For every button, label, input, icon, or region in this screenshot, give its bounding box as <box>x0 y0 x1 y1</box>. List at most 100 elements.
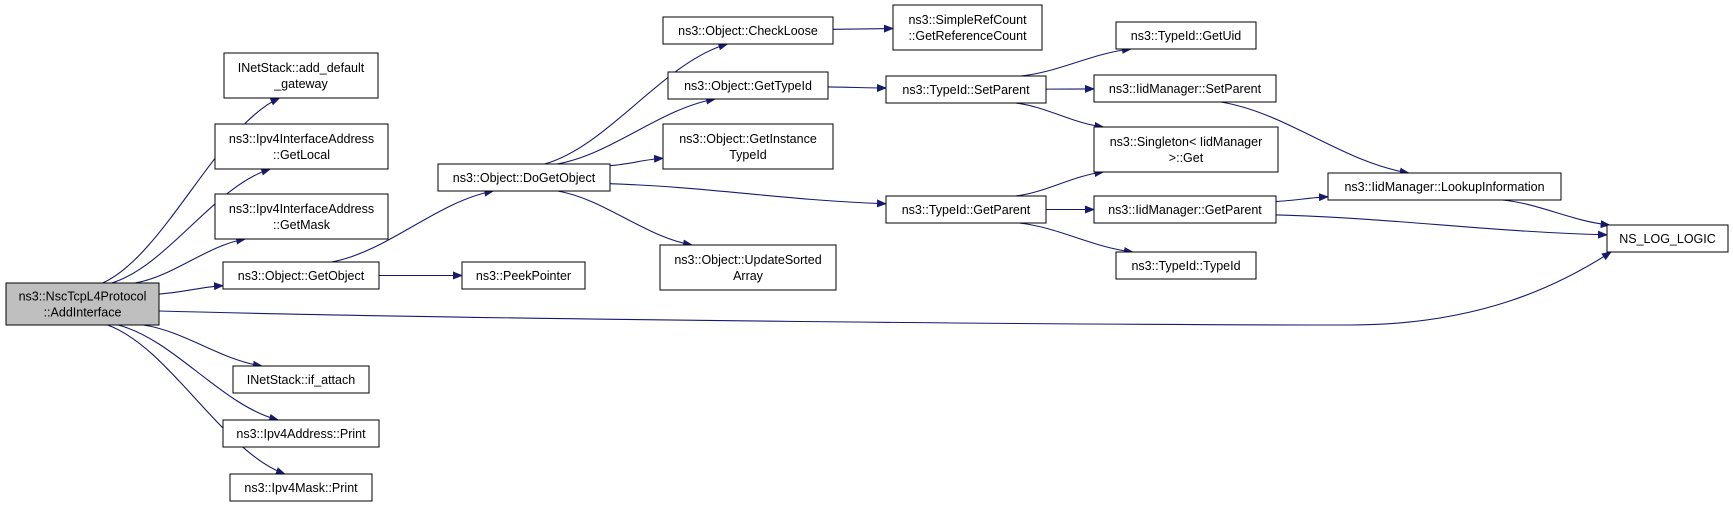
edge-arrow <box>158 251 1612 326</box>
edge-arrow <box>1502 199 1611 229</box>
node-ipv4addr-print[interactable]: ns3::Ipv4Address::Print <box>222 419 380 448</box>
node-inet-if-attach[interactable]: INetStack::if_attach <box>232 365 370 394</box>
node-label: >::Get <box>1169 151 1204 165</box>
edge-root-to-ipv4ifaddr_getmask <box>134 236 247 284</box>
node-box <box>461 261 586 290</box>
node-label: ns3::SimpleRefCount <box>908 13 1027 27</box>
node-object-checkloose[interactable]: ns3::Object::CheckLoose <box>662 16 834 45</box>
edge-arrow <box>102 97 281 284</box>
edge-object_gettypeid-to-typeid_setparent <box>827 83 887 92</box>
edge-object_dogetobject-to-object_getinstancetypeid <box>609 154 664 167</box>
edge-arrow <box>134 236 247 284</box>
node-label: _gateway <box>273 77 328 91</box>
node-peekpointer[interactable]: ns3::PeekPointer <box>461 261 586 290</box>
node-label: ns3::Object::GetObject <box>238 269 365 283</box>
node-box <box>667 71 829 100</box>
node-iidmanager-lookupinfo[interactable]: ns3::IidManager::LookupInformation <box>1327 172 1562 201</box>
edge-arrow <box>158 282 224 295</box>
edge-root-to-ipv4ifaddr_getlocal <box>111 167 272 284</box>
node-ipv4mask-print[interactable]: ns3::Ipv4Mask::Print <box>229 473 373 502</box>
node-label: ns3::TypeId::TypeId <box>1131 259 1240 273</box>
node-label: NS_LOG_LOGIC <box>1619 232 1716 246</box>
edge-arrow <box>1018 222 1134 255</box>
node-box <box>885 195 1047 224</box>
node-label: ns3::Ipv4InterfaceAddress <box>229 132 374 146</box>
node-ns-log-logic[interactable]: NS_LOG_LOGIC <box>1606 224 1729 253</box>
edge-object_checkloose-to-simplerefcount_getrefcount <box>832 24 894 33</box>
node-label: ns3::Ipv4Address::Print <box>236 427 366 441</box>
edge-arrow <box>117 324 280 422</box>
node-box <box>662 123 834 170</box>
node-box <box>1115 251 1257 280</box>
node-box <box>223 52 379 99</box>
node-box <box>222 419 380 448</box>
node-typeid-typeid[interactable]: ns3::TypeId::TypeId <box>1115 251 1257 280</box>
node-box <box>214 123 389 170</box>
node-label: ns3::TypeId::SetParent <box>902 83 1030 97</box>
node-box <box>662 16 834 45</box>
node-box <box>1115 21 1257 50</box>
node-box <box>1093 74 1277 103</box>
edge-arrow <box>1275 193 1329 202</box>
node-box <box>892 4 1043 51</box>
edge-root-to-inet_if_attach <box>143 324 263 369</box>
edge-arrow <box>557 190 693 248</box>
edge-object_dogetobject-to-object_gettypeid <box>556 96 717 165</box>
node-label: ns3::IidManager::LookupInformation <box>1344 180 1544 194</box>
edge-iidmanager_lookupinfo-to-ns_log_logic <box>1502 199 1611 229</box>
node-label: ns3::IidManager::SetParent <box>1109 82 1262 96</box>
node-box <box>5 282 160 326</box>
node-box <box>1093 126 1279 173</box>
node-singleton-get[interactable]: ns3::Singleton< IidManager >::Get <box>1093 126 1279 173</box>
node-box <box>229 473 373 502</box>
node-object-getobject[interactable]: ns3::Object::GetObject <box>222 261 380 290</box>
node-ipv4ifaddr-getlocal[interactable]: ns3::Ipv4InterfaceAddress::GetLocal <box>214 123 389 170</box>
node-typeid-setparent[interactable]: ns3::TypeId::SetParent <box>885 75 1047 104</box>
node-label: ns3::Object::GetTypeId <box>684 79 812 93</box>
node-typeid-getuid[interactable]: ns3::TypeId::GetUid <box>1115 21 1257 50</box>
edge-arrow <box>1220 101 1410 176</box>
edge-root-to-ns_log_logic <box>158 251 1612 326</box>
edge-arrow <box>1015 102 1105 130</box>
edge-iidmanager_setparent-to-iidmanager_lookupinfo <box>1220 101 1410 176</box>
edges-layer <box>102 24 1612 475</box>
node-label: ns3::TypeId::GetParent <box>902 203 1031 217</box>
node-object-gettypeid[interactable]: ns3::Object::GetTypeId <box>667 71 829 100</box>
node-inet-add-gw[interactable]: INetStack::add_default_gateway <box>223 52 379 99</box>
node-object-dogetobject[interactable]: ns3::Object::DoGetObject <box>437 163 611 192</box>
node-label: ns3::Object::DoGetObject <box>453 171 596 185</box>
node-label: ns3::Object::GetInstance <box>679 132 817 146</box>
node-label: ns3::Object::CheckLoose <box>678 24 818 38</box>
edge-arrow <box>1020 45 1132 77</box>
node-box <box>1093 195 1277 224</box>
edge-root-to-ipv4addr_print <box>117 324 280 422</box>
node-iidmanager-setparent[interactable]: ns3::IidManager::SetParent <box>1093 74 1277 103</box>
node-label: ns3::Singleton< IidManager <box>1110 135 1263 149</box>
node-simplerefcount-getrefcount[interactable]: ns3::SimpleRefCount::GetReferenceCount <box>892 4 1043 51</box>
node-label: ::GetReferenceCount <box>908 29 1027 43</box>
node-iidmanager-getparent[interactable]: ns3::IidManager::GetParent <box>1093 195 1277 224</box>
node-box <box>1327 172 1562 201</box>
node-ipv4ifaddr-getmask[interactable]: ns3::Ipv4InterfaceAddress::GetMask <box>214 193 389 240</box>
edge-arrow <box>331 188 495 263</box>
edge-arrow <box>832 24 894 33</box>
edge-typeid_setparent-to-singleton_get <box>1015 102 1105 130</box>
node-label: ns3::Ipv4InterfaceAddress <box>229 202 374 216</box>
node-root[interactable]: ns3::NscTcpL4Protocol::AddInterface <box>5 282 160 326</box>
node-label: ns3::TypeId::GetUid <box>1131 29 1242 43</box>
edge-typeid_setparent-to-typeid_getuid <box>1020 45 1132 77</box>
node-box <box>437 163 611 192</box>
node-label: ::AddInterface <box>44 306 122 320</box>
node-typeid-getparent[interactable]: ns3::TypeId::GetParent <box>885 195 1047 224</box>
edge-object_getobject-to-object_dogetobject <box>331 188 495 263</box>
edge-iidmanager_getparent-to-iidmanager_lookupinfo <box>1275 193 1329 202</box>
edge-arrow <box>1015 169 1105 197</box>
node-box <box>232 365 370 394</box>
node-label: ns3::Object::UpdateSorted <box>674 253 821 267</box>
edge-arrow <box>827 83 887 92</box>
edge-arrow <box>107 324 286 475</box>
edge-object_dogetobject-to-object_updatesortedarray <box>557 190 693 248</box>
